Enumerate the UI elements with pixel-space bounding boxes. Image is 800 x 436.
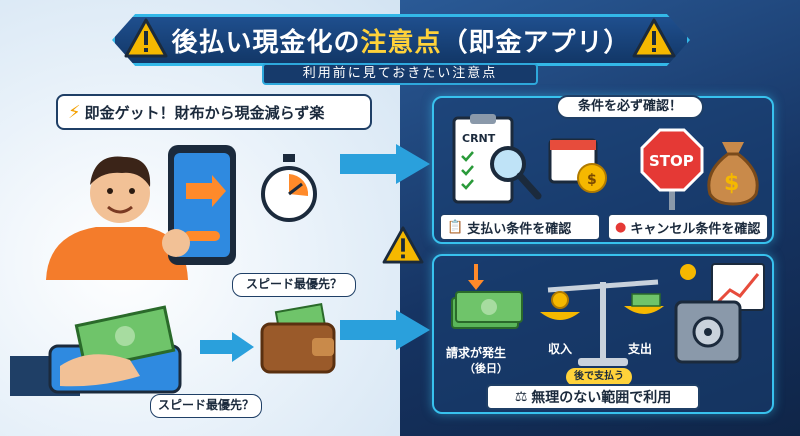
person-illustration — [46, 145, 236, 280]
conditions-tag: 条件を必ず確認！ — [556, 95, 704, 119]
expense-label: 支出 — [628, 342, 653, 356]
income-label: 収入 — [548, 342, 573, 356]
arrow-right-icon — [340, 310, 430, 350]
stopwatch-icon — [261, 154, 317, 222]
speech-bubble-text: 即金ゲット！財布から現金減らず楽 — [84, 103, 325, 122]
speech-bubble: ⚡ 即金ゲット！財布から現金減らず楽 — [56, 94, 372, 130]
cash-stack-icon — [451, 264, 523, 329]
page-title: 後払い現金化の注意点（即金アプリ） — [171, 27, 631, 58]
lightning-icon: ⚡ — [68, 101, 81, 123]
speed-label: スピード最優先？ — [150, 394, 262, 418]
subtitle: 利用前に見ておきたい注意点 — [262, 63, 538, 85]
balance-scale-icon — [540, 279, 664, 366]
wallet-icon — [260, 303, 336, 374]
stop-sign-icon: STOP — [640, 128, 704, 210]
stop-text: STOP — [649, 152, 694, 170]
title-banner: 後払い現金化の注意点（即金アプリ） — [112, 14, 690, 66]
final-advice-chip: ⚖ 無理のない範囲で利用 — [486, 384, 700, 410]
clipboard-icon: 📋 — [447, 219, 464, 235]
arrow-right-icon — [200, 332, 254, 362]
pay-later-tag: 後で支払う — [566, 368, 632, 386]
svg-text:$: $ — [724, 171, 739, 196]
warning-icon — [632, 18, 676, 58]
scale-icon: ⚖ — [514, 389, 528, 405]
chip-payment-conditions: 📋 支払い条件を確認 — [440, 214, 600, 240]
contract-text: CRNT — [462, 132, 496, 145]
contract-magnifier-icon: CRNT — [452, 114, 542, 204]
hand-cash-illustration — [10, 305, 182, 396]
billing-label: 請求が発生 — [446, 346, 507, 360]
calendar-coin-icon: $ — [548, 138, 607, 193]
arrow-right-icon — [340, 144, 430, 184]
stop-dot-icon: ● — [615, 219, 627, 235]
warning-icon — [124, 18, 168, 58]
svg-text:$: $ — [587, 172, 597, 188]
chip-cancel-conditions: ● キャンセル条件を確認 — [608, 214, 768, 240]
speed-label: スピード最優先？ — [232, 273, 356, 297]
title-highlight: 注意点 — [360, 27, 442, 58]
warning-icon — [382, 226, 424, 264]
safe-chart-icon — [674, 263, 765, 364]
billing-sub-label: （後日） — [464, 362, 508, 375]
money-bag-icon: $ — [707, 142, 759, 206]
